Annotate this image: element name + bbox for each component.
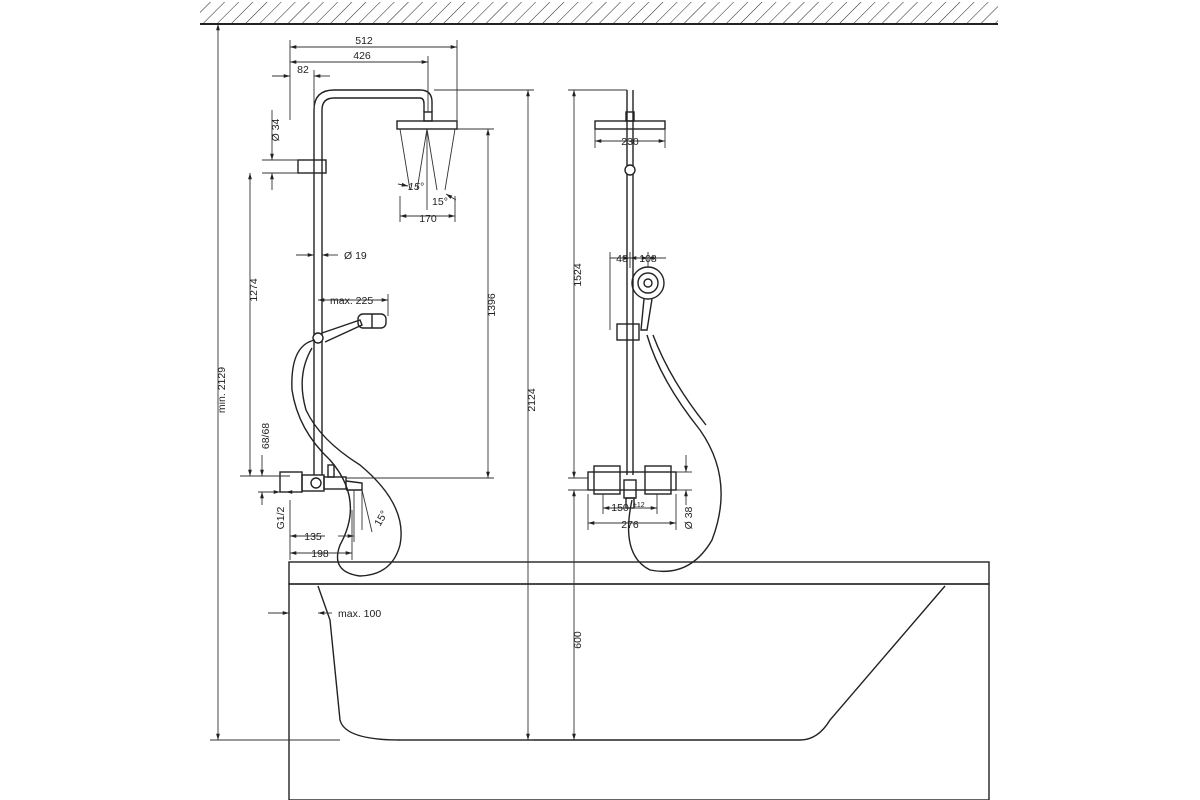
label-150-tolerance: ±12 xyxy=(633,502,645,509)
shower-front-view xyxy=(587,90,722,572)
label-1524: 1524 xyxy=(572,263,584,287)
label-min2129: min. 2129 xyxy=(216,367,228,413)
label-150: 150 xyxy=(611,502,629,514)
label-170: 170 xyxy=(419,213,437,225)
label-15-left: 15° xyxy=(408,181,424,193)
label-1274: 1274 xyxy=(248,278,260,302)
label-135: 135 xyxy=(304,531,322,543)
label-d34: Ø 34 xyxy=(270,118,282,141)
label-6868: 68/68 xyxy=(260,423,272,449)
label-g12: G1/2 xyxy=(275,506,287,529)
label-d38: Ø 38 xyxy=(683,506,695,529)
label-1396: 1396 xyxy=(486,293,498,317)
label-15-right: 15° xyxy=(432,196,448,208)
label-600: 600 xyxy=(572,631,584,649)
label-d19: Ø 19 xyxy=(344,250,367,262)
label-230: 230 xyxy=(621,136,639,148)
dimension-labels: 512 426 82 Ø 34 15° 15° 170 Ø 19 max. 22… xyxy=(216,35,695,649)
label-512: 512 xyxy=(355,35,373,47)
bathtub xyxy=(288,561,990,800)
shower-side-view xyxy=(279,89,458,577)
ceiling xyxy=(200,2,998,25)
label-108: 108 xyxy=(639,253,657,265)
label-426: 426 xyxy=(353,50,371,62)
label-198: 198 xyxy=(311,548,329,560)
label-15-spout: 15° xyxy=(372,509,390,529)
label-max225: max. 225 xyxy=(330,295,373,307)
label-82: 82 xyxy=(297,64,309,76)
dimension-lines xyxy=(210,24,692,741)
label-276: 276 xyxy=(621,519,639,531)
label-2124: 2124 xyxy=(526,388,538,412)
label-max100: max. 100 xyxy=(338,608,381,620)
label-48: 48 xyxy=(616,253,628,265)
